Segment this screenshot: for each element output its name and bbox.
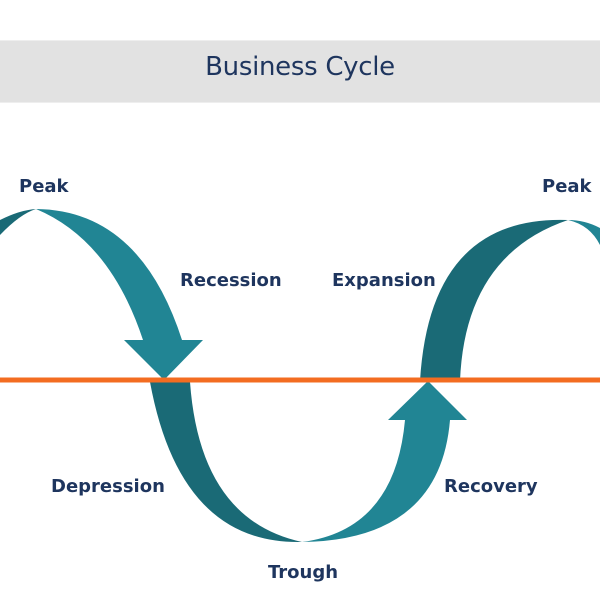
right-edge-arc bbox=[568, 220, 600, 245]
label-recession: Recession bbox=[180, 270, 282, 291]
expansion-band bbox=[420, 219, 568, 381]
recovery-arrow bbox=[302, 381, 467, 542]
label-trough: Trough bbox=[268, 562, 339, 583]
depression-band bbox=[150, 382, 302, 543]
left-edge-arc bbox=[0, 209, 36, 235]
label-expansion: Expansion bbox=[332, 270, 436, 291]
label-depression: Depression bbox=[51, 476, 165, 497]
label-recovery: Recovery bbox=[444, 476, 538, 497]
title-bar bbox=[0, 40, 600, 103]
diagram-title: Business Cycle bbox=[205, 52, 395, 82]
label-peak-left: Peak bbox=[19, 176, 69, 197]
label-peak-right: Peak bbox=[542, 176, 592, 197]
recession-arrow bbox=[36, 209, 203, 380]
